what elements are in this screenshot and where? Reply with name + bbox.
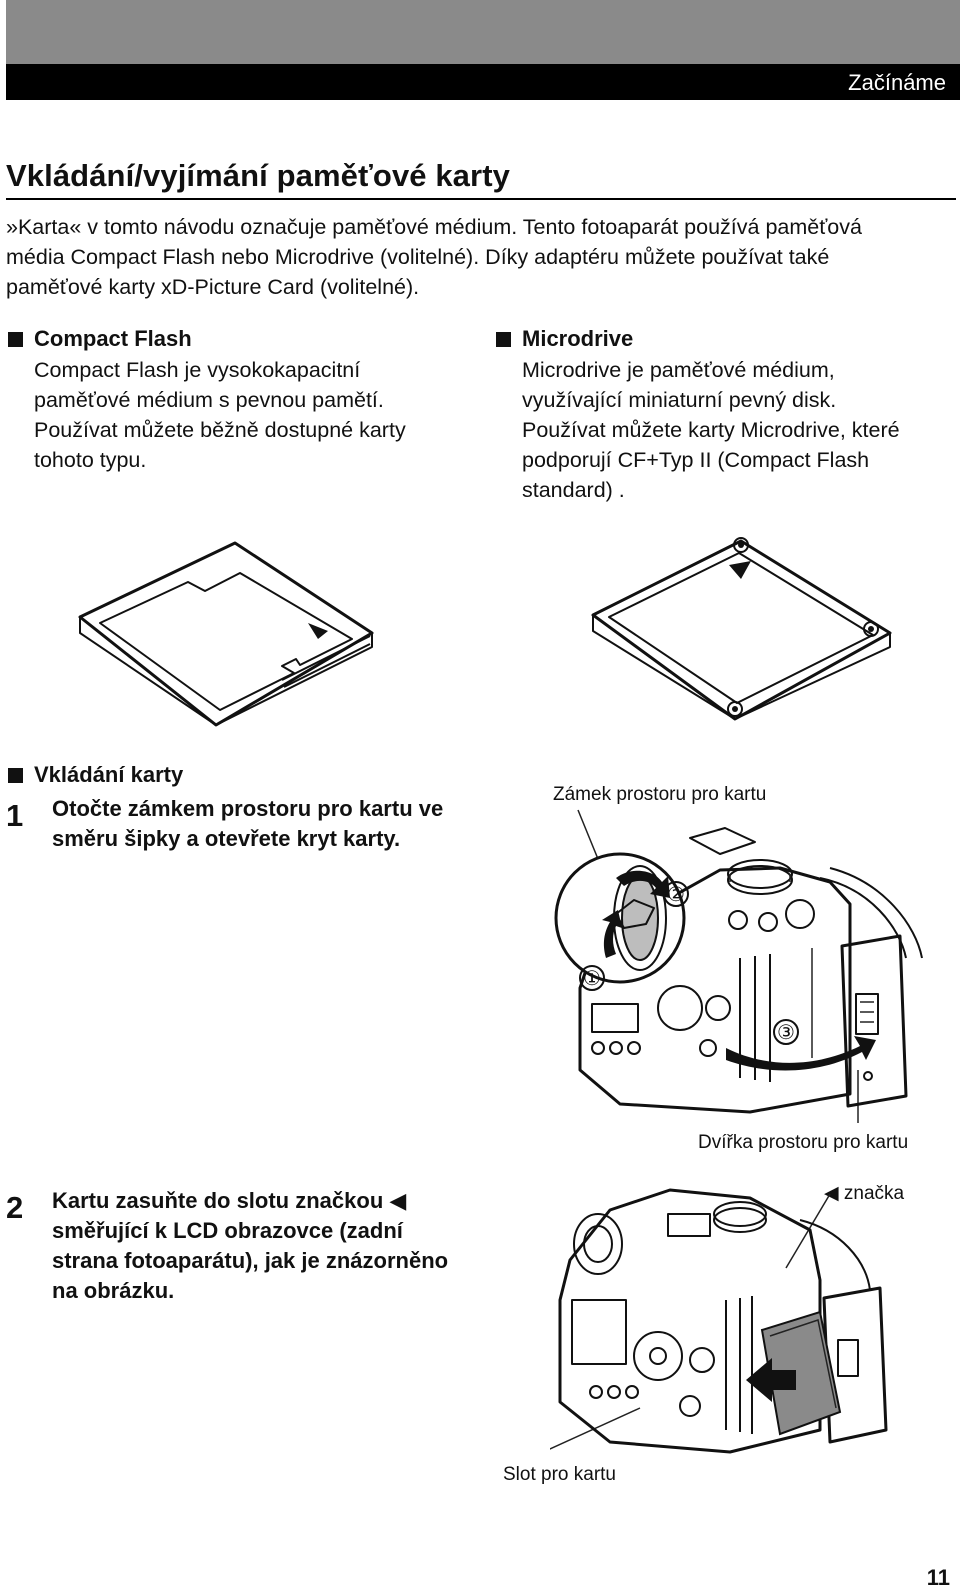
text-line: využívající miniaturní pevný disk. [522, 388, 837, 412]
step-2-text: Kartu zasuňte do slotu značkou ◀ směřují… [52, 1186, 512, 1306]
text-line: na obrázku. [52, 1278, 175, 1303]
slot-label: Slot pro kartu [503, 1464, 616, 1485]
compact-flash-card-illustration [78, 541, 374, 727]
camera-insert-card-illustration [550, 1188, 888, 1454]
text-line: Compact Flash je vysokokapacitní [34, 358, 361, 382]
title-underline [6, 198, 956, 200]
compact-flash-text: Compact Flash je vysokokapacitní paměťov… [34, 355, 474, 475]
intro-paragraph: »Karta« v tomto návodu označuje paměťové… [6, 212, 956, 302]
text-line: Používat můžete karty Microdrive, které [522, 418, 900, 442]
text-line: Otočte zámkem prostoru pro kartu ve [52, 796, 444, 821]
mark-label: ◀ značka [824, 1183, 905, 1204]
step-1-number: 1 [6, 798, 24, 833]
marker-3: ③ [777, 1020, 795, 1044]
step-2-number: 2 [6, 1190, 24, 1225]
text-line: podporují CF+Typ II (Compact Flash [522, 448, 870, 472]
text-line: Microdrive je paměťové médium, [522, 358, 835, 382]
lock-label: Zámek prostoru pro kartu [553, 784, 767, 805]
page-title: Vkládání/vyjímání paměťové karty [6, 158, 510, 193]
microdrive-arrow-icon [729, 561, 751, 579]
microdrive-heading: Microdrive [522, 326, 634, 351]
text-line: strana fotoaparátu), jak je znázorněno [52, 1248, 449, 1273]
section-header-bar: Začínáme [6, 64, 960, 100]
intro-line: paměťové karty xD-Picture Card (voliteln… [6, 275, 420, 299]
text-line: směřující k LCD obrazovce (zadní [52, 1218, 403, 1243]
bullet-square-icon [8, 332, 23, 347]
compact-flash-heading: Compact Flash [34, 326, 192, 351]
door-label: Dvířka prostoru pro kartu [698, 1132, 909, 1153]
step-1-text: Otočte zámkem prostoru pro kartu ve směr… [52, 794, 502, 854]
header-top-bar [6, 0, 960, 64]
microdrive-text: Microdrive je paměťové médium, využívají… [522, 355, 952, 505]
bullet-square-icon [8, 768, 23, 783]
section-title: Začínáme [848, 70, 946, 95]
text-line: paměťové médium s pevnou pamětí. [34, 388, 384, 412]
camera-open-door-illustration: ② ① ③ [554, 809, 923, 1123]
page-number: 11 [926, 1565, 950, 1590]
microdrive-illustration [591, 537, 892, 721]
text-line: směru šipky a otevřete kryt karty. [52, 826, 401, 851]
text-line: tohoto typu. [34, 448, 147, 472]
marker-2: ② [667, 882, 685, 906]
text-line: Kartu zasuňte do slotu značkou ◀ [52, 1188, 407, 1213]
text-line: standard) . [522, 478, 625, 502]
bullet-square-icon [496, 332, 511, 347]
insert-card-heading: Vkládání karty [34, 762, 184, 787]
marker-1: ① [583, 966, 601, 990]
text-line: Používat můžete běžně dostupné karty [34, 418, 406, 442]
intro-line: »Karta« v tomto návodu označuje paměťové… [6, 215, 862, 239]
intro-line: média Compact Flash nebo Microdrive (vol… [6, 245, 830, 269]
card-arrow-icon [308, 623, 328, 639]
